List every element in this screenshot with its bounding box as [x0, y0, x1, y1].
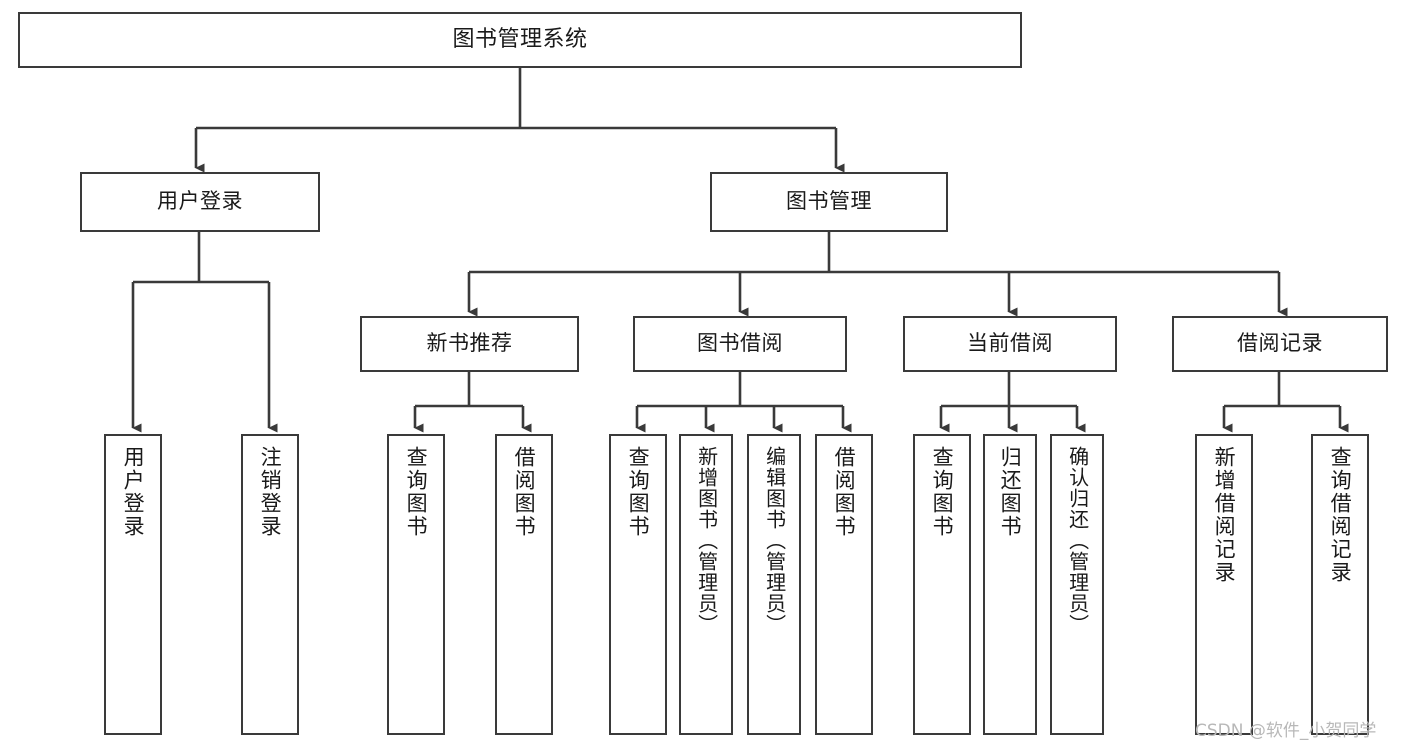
node-leaf-confirm-return-admin-label: 确认归还（管理员）	[1065, 446, 1090, 635]
node-leaf-add-borrow-record-label: 新增借阅记录	[1212, 446, 1237, 584]
node-leaf-user-login[interactable]: 用户登录	[104, 434, 162, 735]
node-leaf-query-book-1[interactable]: 查询图书	[387, 434, 445, 735]
node-leaf-borrow-book-1[interactable]: 借阅图书	[495, 434, 553, 735]
node-leaf-query-book-3-label: 查询图书	[930, 446, 955, 538]
node-leaf-edit-book-admin-label: 编辑图书（管理员）	[762, 446, 787, 635]
node-leaf-add-book-admin[interactable]: 新增图书（管理员）	[679, 434, 733, 735]
node-leaf-logout-login[interactable]: 注销登录	[241, 434, 299, 735]
node-leaf-return-book[interactable]: 归还图书	[983, 434, 1037, 735]
node-leaf-borrow-book-2[interactable]: 借阅图书	[815, 434, 873, 735]
node-leaf-add-borrow-record[interactable]: 新增借阅记录	[1195, 434, 1253, 735]
node-new-book-recommend[interactable]: 新书推荐	[360, 316, 579, 372]
node-book-borrow[interactable]: 图书借阅	[633, 316, 847, 372]
node-book-borrow-label: 图书借阅	[697, 331, 783, 356]
node-current-borrow-label: 当前借阅	[967, 331, 1053, 356]
node-leaf-add-book-admin-label: 新增图书（管理员）	[694, 446, 719, 635]
node-leaf-query-borrow-record[interactable]: 查询借阅记录	[1311, 434, 1369, 735]
node-leaf-borrow-book-2-label: 借阅图书	[832, 446, 857, 538]
node-leaf-query-borrow-record-label: 查询借阅记录	[1328, 446, 1353, 584]
node-book-management[interactable]: 图书管理	[710, 172, 948, 232]
node-new-book-recommend-label: 新书推荐	[426, 331, 513, 356]
node-leaf-borrow-book-1-label: 借阅图书	[512, 446, 537, 538]
node-user-login-label: 用户登录	[157, 189, 243, 214]
node-current-borrow[interactable]: 当前借阅	[903, 316, 1117, 372]
node-leaf-query-book-3[interactable]: 查询图书	[913, 434, 971, 735]
node-root-label: 图书管理系统	[452, 26, 588, 52]
csdn-watermark: CSDN @软件_小贺同学	[1195, 721, 1377, 741]
node-leaf-logout-login-label: 注销登录	[258, 446, 283, 538]
node-leaf-query-book-2[interactable]: 查询图书	[609, 434, 667, 735]
node-leaf-edit-book-admin[interactable]: 编辑图书（管理员）	[747, 434, 801, 735]
node-borrow-record[interactable]: 借阅记录	[1172, 316, 1388, 372]
node-borrow-record-label: 借阅记录	[1237, 331, 1323, 356]
node-root[interactable]: 图书管理系统	[18, 12, 1022, 68]
node-user-login[interactable]: 用户登录	[80, 172, 320, 232]
node-leaf-confirm-return-admin[interactable]: 确认归还（管理员）	[1050, 434, 1104, 735]
node-leaf-user-login-label: 用户登录	[121, 446, 146, 538]
node-book-management-label: 图书管理	[786, 189, 872, 214]
node-leaf-query-book-2-label: 查询图书	[626, 446, 651, 538]
node-leaf-query-book-1-label: 查询图书	[404, 446, 429, 538]
node-leaf-return-book-label: 归还图书	[998, 446, 1023, 538]
